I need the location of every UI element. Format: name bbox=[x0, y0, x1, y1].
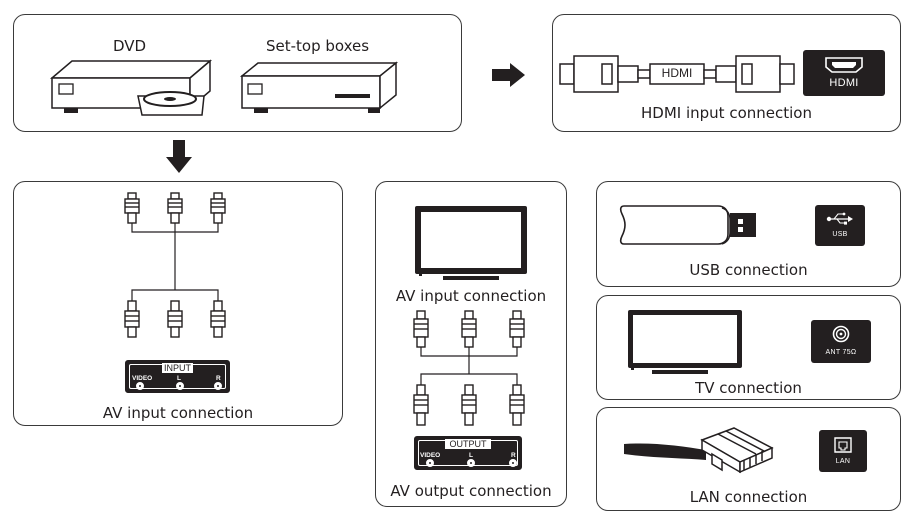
antenna-port: ANT 75Ω bbox=[811, 320, 871, 363]
av-input-caption-left: AV input connection bbox=[102, 404, 254, 422]
antenna-port-label: ANT 75Ω bbox=[825, 349, 857, 356]
av-input-caption-middle: AV input connection bbox=[395, 287, 547, 305]
lan-port: LAN bbox=[819, 430, 867, 472]
set-top-boxes-label: Set-top boxes bbox=[266, 37, 370, 55]
usb-stick-icon bbox=[619, 205, 756, 245]
av-output-cable-icon bbox=[413, 310, 525, 426]
output-jack-panel: OUTPUT VIDEO L R bbox=[414, 436, 522, 470]
input-jack-label-l: L bbox=[177, 375, 181, 382]
lan-socket-icon bbox=[834, 437, 852, 453]
hdmi-caption: HDMI input connection bbox=[641, 104, 812, 122]
input-jack-video[interactable] bbox=[136, 382, 144, 390]
usb-caption: USB connection bbox=[689, 261, 808, 279]
arrow-right-icon bbox=[492, 63, 525, 87]
output-jack-video[interactable] bbox=[426, 459, 434, 467]
dvd-player-icon bbox=[49, 59, 213, 116]
input-jack-l[interactable] bbox=[176, 382, 184, 390]
antenna-connector-icon bbox=[832, 325, 850, 343]
hdmi-port-label: HDMI bbox=[829, 77, 859, 89]
av-cable-icon bbox=[124, 192, 226, 338]
tv-icon bbox=[415, 206, 527, 280]
output-jack-l[interactable] bbox=[467, 459, 475, 467]
output-panel-title: OUTPUT bbox=[445, 439, 491, 449]
hdmi-cable-icon bbox=[559, 55, 795, 93]
usb-symbol-icon bbox=[826, 212, 853, 225]
hdmi-port-icon bbox=[825, 57, 863, 73]
hdmi-port: HDMI bbox=[803, 50, 885, 96]
input-jack-panel: INPUT VIDEO L R bbox=[125, 360, 230, 393]
input-panel-title: INPUT bbox=[162, 363, 193, 373]
output-jack-label-r: R bbox=[511, 452, 516, 459]
tv-set-icon bbox=[628, 310, 742, 374]
input-jack-label-r: R bbox=[216, 375, 221, 382]
set-top-box-icon bbox=[239, 61, 399, 113]
arrow-down-icon bbox=[166, 140, 192, 173]
dvd-label: DVD bbox=[113, 37, 147, 55]
output-jack-label-l: L bbox=[469, 452, 473, 459]
output-jack-label-video: VIDEO bbox=[420, 452, 441, 459]
output-jack-r[interactable] bbox=[509, 459, 517, 467]
lan-port-label: LAN bbox=[835, 458, 851, 465]
lan-cable-icon bbox=[624, 427, 774, 474]
input-jack-r[interactable] bbox=[214, 382, 222, 390]
usb-port-label: USB bbox=[832, 231, 848, 238]
tv-caption: TV connection bbox=[695, 379, 802, 397]
lan-caption: LAN connection bbox=[689, 488, 808, 506]
av-output-caption: AV output connection bbox=[390, 482, 552, 500]
usb-port: USB bbox=[815, 205, 865, 246]
hdmi-cable-label: HDMI bbox=[661, 66, 693, 80]
input-jack-label-video: VIDEO bbox=[132, 375, 153, 382]
